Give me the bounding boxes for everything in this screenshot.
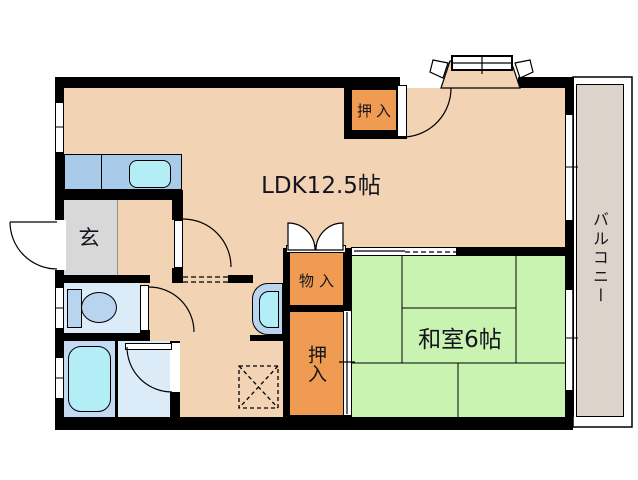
kitchen-window xyxy=(55,103,64,152)
kitchen-sink xyxy=(129,160,171,188)
ldk-top-door-leaf xyxy=(397,85,407,137)
hall-door-stub-bottom xyxy=(172,268,183,283)
genkan-south-wall xyxy=(55,275,150,283)
closet-west-wall xyxy=(283,248,290,418)
entry-door-swing xyxy=(9,221,58,270)
counter-divider xyxy=(101,155,102,189)
closet-fusuma-doors xyxy=(343,311,352,415)
counter-wall xyxy=(55,190,183,200)
washroom-door-opening xyxy=(170,343,180,392)
toilet-door-leaf xyxy=(140,285,149,331)
top-wall-left xyxy=(55,77,400,88)
washroom-floor xyxy=(118,341,170,417)
genkan-label: 玄 xyxy=(78,226,100,250)
washitsu-floor xyxy=(352,256,565,417)
bath-washroom-wall xyxy=(115,341,118,417)
washroom-door-leaf xyxy=(125,343,172,350)
top-wall-right xyxy=(518,77,573,88)
storage-door-threshold xyxy=(286,245,346,253)
right-wall xyxy=(565,77,574,417)
closet-top-south-wall xyxy=(344,130,407,139)
washitsu-north-wall xyxy=(351,247,565,256)
toilet-south-wall xyxy=(55,333,140,341)
corridor-wall xyxy=(228,275,253,283)
closet-south-label: 押入 xyxy=(305,345,327,383)
hall-door-leaf xyxy=(174,220,183,268)
washbasin-bowl xyxy=(259,291,279,328)
toilet-door-stub xyxy=(140,330,150,341)
washitsu-label: 和室6帖 xyxy=(418,326,502,353)
ldk-balcony-window xyxy=(565,115,574,220)
toilet-window xyxy=(55,288,64,328)
genkan-hall-divider xyxy=(117,200,118,275)
toilet-tank xyxy=(67,289,82,328)
genkan-floor xyxy=(64,200,117,275)
ldk-label: LDK12.5帖 xyxy=(261,173,381,199)
toilet-bowl xyxy=(81,292,117,323)
bathtub xyxy=(68,346,111,412)
basin-south-wall xyxy=(250,335,283,341)
closet-top-label: 押入 xyxy=(356,101,395,120)
entry-door-opening xyxy=(53,220,66,270)
closet-mid-wall xyxy=(288,305,345,312)
bottom-wall xyxy=(55,417,573,430)
washitsu-balcony-window xyxy=(565,290,574,390)
balcony-label: バルコニー xyxy=(590,210,609,306)
hall-door-stub-top xyxy=(172,190,183,220)
closet-south-box xyxy=(288,310,345,417)
bath-window xyxy=(55,358,64,398)
closet-top-west-wall xyxy=(344,85,352,139)
storage-label: 物入 xyxy=(298,271,339,290)
washitsu-sliding-doors xyxy=(351,247,457,256)
